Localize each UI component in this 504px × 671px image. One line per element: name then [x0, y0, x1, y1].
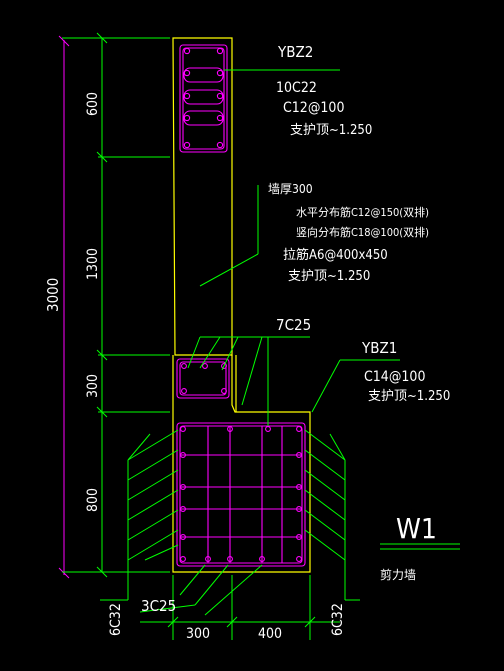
- ybz2-rebar-cage: [179, 44, 228, 153]
- label-6c32-left: 6C32: [108, 603, 124, 636]
- right-hatch-leaders: [304, 429, 360, 601]
- label-6c32-right: 6C32: [330, 603, 346, 636]
- ybz2-line-2: C12@100: [283, 100, 344, 116]
- ybz2-bars: [183, 47, 224, 149]
- wall-outline: [172, 37, 311, 573]
- dim-bottom-width-1: 300: [186, 626, 210, 642]
- wall-line-2: 水平分布筋C12@150(双排): [296, 205, 429, 219]
- wall-line-4: 拉筋A6@400x450: [283, 247, 388, 263]
- left-hatch-leaders: [100, 429, 179, 601]
- middle-column-cage: [176, 358, 230, 399]
- wall-line-1: 墙厚300: [268, 182, 313, 196]
- ybz1-line-2: 支护顶~1.250: [368, 389, 450, 404]
- dim-segment-3: 300: [85, 374, 101, 398]
- wall-line-5: 支护顶~1.250: [288, 269, 370, 284]
- labels: 3000 600 1300 300 800 300 400 YBZ2 10C22…: [44, 43, 450, 642]
- dim-segment-1: 600: [85, 92, 101, 116]
- label-3c25: 3C25: [141, 597, 176, 615]
- wall-vertical-rebar: [58, 35, 70, 579]
- dim-segment-2: 1300: [85, 248, 101, 280]
- dim-segment-4: 800: [85, 488, 101, 512]
- dim-bottom-width-2: 400: [258, 626, 282, 642]
- ybz2-line-3: 支护顶~1.250: [290, 123, 372, 138]
- dimension-lines: [62, 32, 460, 640]
- label-7c25: 7C25: [276, 316, 311, 334]
- ybz2-name: YBZ2: [277, 43, 313, 61]
- ybz2-line-1: 10C22: [276, 80, 317, 96]
- ybz1-line-1: C14@100: [364, 369, 425, 385]
- drawing-subtitle: 剪力墙: [380, 567, 416, 582]
- wall-line-3: 竖向分布筋C18@100(双排): [296, 225, 429, 239]
- ybz1-rebar-cage: [176, 422, 306, 567]
- drawing-title: W1: [396, 512, 437, 545]
- ybz1-name: YBZ1: [361, 339, 397, 357]
- ybz1-bars: [180, 426, 302, 562]
- dim-total-height: 3000: [44, 278, 62, 312]
